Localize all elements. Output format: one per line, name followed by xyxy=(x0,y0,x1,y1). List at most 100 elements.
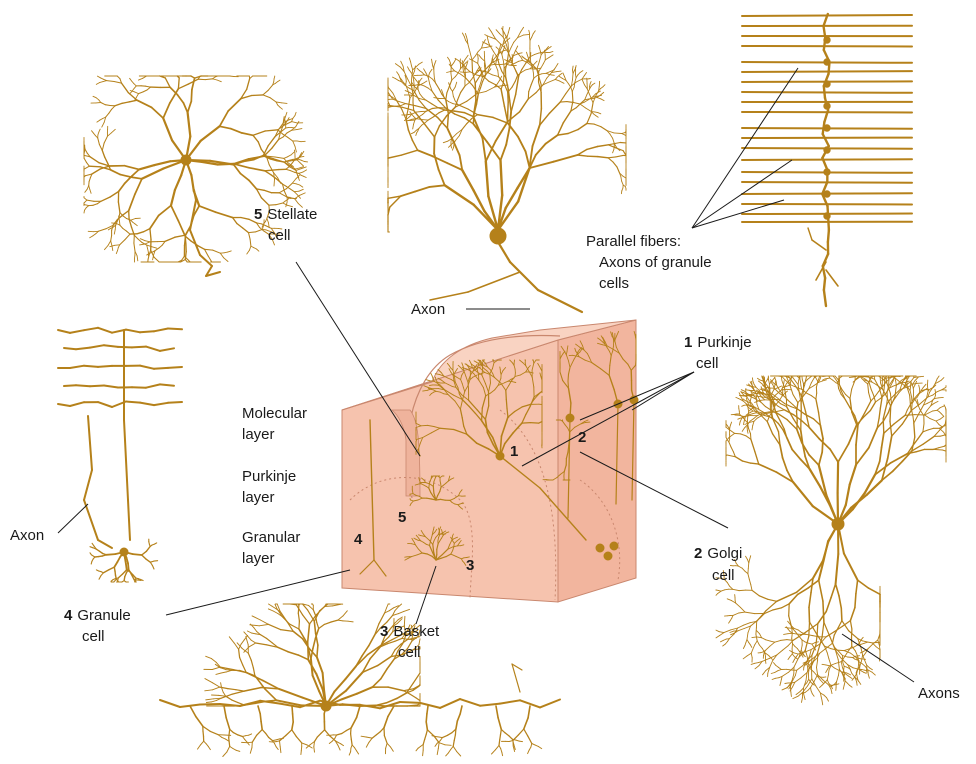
neuron-branch xyxy=(519,60,523,61)
neuron-branch xyxy=(940,406,944,408)
neuron-branch xyxy=(601,99,604,101)
neuron-branch xyxy=(797,412,798,421)
neuron-branch xyxy=(171,190,175,206)
neuron-branch xyxy=(434,154,439,170)
neuron-branch xyxy=(217,80,221,82)
neuron-branch xyxy=(232,691,244,694)
neuron-branch xyxy=(308,624,310,642)
neuron-branch xyxy=(149,250,151,254)
neuron-branch xyxy=(582,80,584,85)
block-golgi-soma xyxy=(604,552,612,560)
neuron-branch xyxy=(116,251,117,254)
neuron-branch xyxy=(401,150,418,155)
neuron-branch xyxy=(500,64,505,65)
neuron-branch xyxy=(574,103,581,105)
neuron-branch xyxy=(286,169,290,170)
neuron-branch xyxy=(102,143,104,150)
neuron-branch xyxy=(845,399,850,407)
neuron-branch xyxy=(245,739,247,742)
neuron-branch xyxy=(872,643,876,647)
neuron-branch xyxy=(622,181,624,185)
neuron-branch xyxy=(757,631,760,634)
neuron-branch xyxy=(755,641,757,645)
neuron-branch xyxy=(470,52,472,60)
neuron-branch xyxy=(213,79,217,80)
neuron-branch xyxy=(205,679,213,683)
neuron-branch xyxy=(137,232,144,234)
neuron-branch xyxy=(861,637,863,639)
neuron-branch xyxy=(200,741,203,745)
neuron-branch xyxy=(293,141,295,146)
neuron-branch xyxy=(831,584,836,598)
neuron-branch xyxy=(797,649,799,652)
neuron-branch xyxy=(580,71,583,73)
neuron-branch xyxy=(563,73,565,77)
neuron-branch xyxy=(477,115,493,118)
neuron-branch xyxy=(635,334,636,337)
neuron-branch xyxy=(601,127,607,131)
axon-left-label: Axon xyxy=(10,527,44,544)
neuron-branch xyxy=(85,208,87,211)
neuron-branch xyxy=(265,689,277,701)
neuron-branch xyxy=(99,129,100,132)
neuron-branch xyxy=(893,461,903,471)
neuron-branch xyxy=(445,185,474,205)
neuron-branch xyxy=(117,76,120,79)
neuron-branch xyxy=(854,645,858,647)
neuron-branch xyxy=(729,433,734,437)
neuron-branch xyxy=(191,175,193,191)
neuron-branch xyxy=(575,78,576,83)
neuron-branch xyxy=(827,675,828,680)
neuron-branch xyxy=(439,743,445,745)
neuron-branch xyxy=(413,75,414,80)
neuron-branch xyxy=(522,63,526,69)
neuron-branch xyxy=(868,384,869,393)
neuron-branch xyxy=(424,124,434,137)
neuron-branch xyxy=(751,663,755,664)
neuron-branch xyxy=(568,130,578,134)
neuron-branch xyxy=(142,169,164,179)
neuron-branch xyxy=(171,206,178,221)
neuron-branch xyxy=(497,80,499,84)
neuron-branch xyxy=(218,164,234,165)
neuron-branch xyxy=(398,611,404,613)
neuron-branch xyxy=(90,189,91,193)
neuron-branch xyxy=(93,234,96,236)
neuron-branch xyxy=(522,423,531,424)
neuron-branch xyxy=(809,455,819,465)
neuron-branch xyxy=(85,189,87,192)
neuron-branch xyxy=(830,378,833,380)
neuron-branch xyxy=(351,734,352,740)
neuron-branch xyxy=(858,680,861,684)
neuron-branch xyxy=(430,69,433,73)
neuron-branch xyxy=(841,662,842,668)
neuron-branch xyxy=(568,445,569,452)
granule-parallel-fiber xyxy=(76,385,90,386)
neuron-branch xyxy=(749,559,750,563)
neuron-branch xyxy=(530,423,538,424)
neuron-branch xyxy=(426,380,430,381)
neuron-branch xyxy=(291,152,294,155)
neuron-branch xyxy=(460,706,462,714)
neuron-branch xyxy=(807,679,809,682)
neuron-branch xyxy=(849,425,857,444)
neuron-branch xyxy=(550,52,553,53)
neuron-branch xyxy=(241,218,249,220)
neuron-branch xyxy=(376,732,380,735)
neuron-branch xyxy=(90,547,93,548)
neuron-branch xyxy=(836,554,839,584)
neuron-branch xyxy=(568,381,569,388)
neuron-branch xyxy=(823,542,829,561)
neuron-branch xyxy=(178,221,185,237)
neuron-branch xyxy=(856,679,857,682)
neuron-branch xyxy=(503,61,504,68)
granule-axon-2 xyxy=(88,416,92,470)
neuron-branch xyxy=(862,655,863,661)
neuron-branch xyxy=(201,126,220,141)
neuron-branch xyxy=(811,691,812,694)
neuron-branch xyxy=(560,81,564,83)
neuron-branch xyxy=(766,640,770,641)
neuron-branch xyxy=(104,570,109,573)
neuron-branch xyxy=(135,179,142,195)
basket-axon xyxy=(500,700,520,703)
